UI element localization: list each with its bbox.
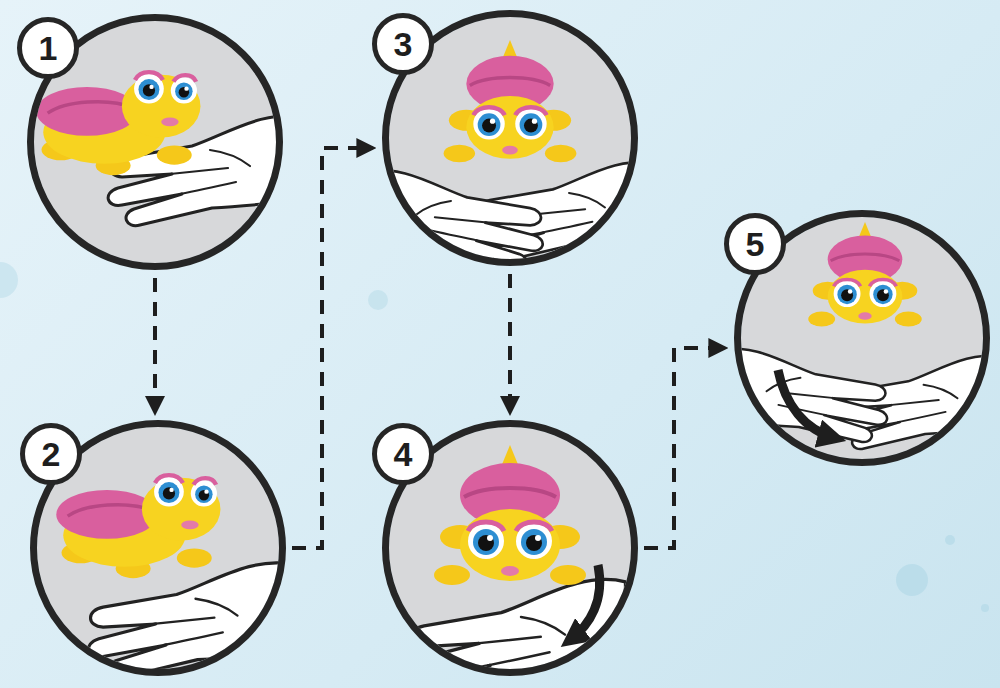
step-panel: 5 xyxy=(734,210,990,466)
step-picture xyxy=(366,0,655,280)
dashed-arrow xyxy=(644,348,724,548)
step-badge: 4 xyxy=(372,423,434,485)
step-badge: 5 xyxy=(724,213,786,275)
step-badge: 2 xyxy=(20,423,82,485)
step-panel: 3 xyxy=(382,10,638,266)
step-number: 3 xyxy=(394,27,413,61)
step-panel: 4 xyxy=(382,420,638,676)
step-number: 4 xyxy=(394,437,413,471)
step-number: 1 xyxy=(39,31,58,65)
step-badge: 1 xyxy=(17,17,79,79)
step-badge: 3 xyxy=(372,13,434,75)
step-panel: 2 xyxy=(30,420,286,676)
dashed-arrow xyxy=(508,274,512,412)
step-picture xyxy=(720,210,1000,470)
dashed-arrow xyxy=(153,278,157,412)
step-number: 2 xyxy=(42,437,61,471)
dashed-arrow xyxy=(292,148,372,548)
step-picture xyxy=(0,400,320,688)
step-picture xyxy=(0,0,320,290)
step-number: 5 xyxy=(746,227,765,261)
step-panel: 1 xyxy=(27,14,283,270)
